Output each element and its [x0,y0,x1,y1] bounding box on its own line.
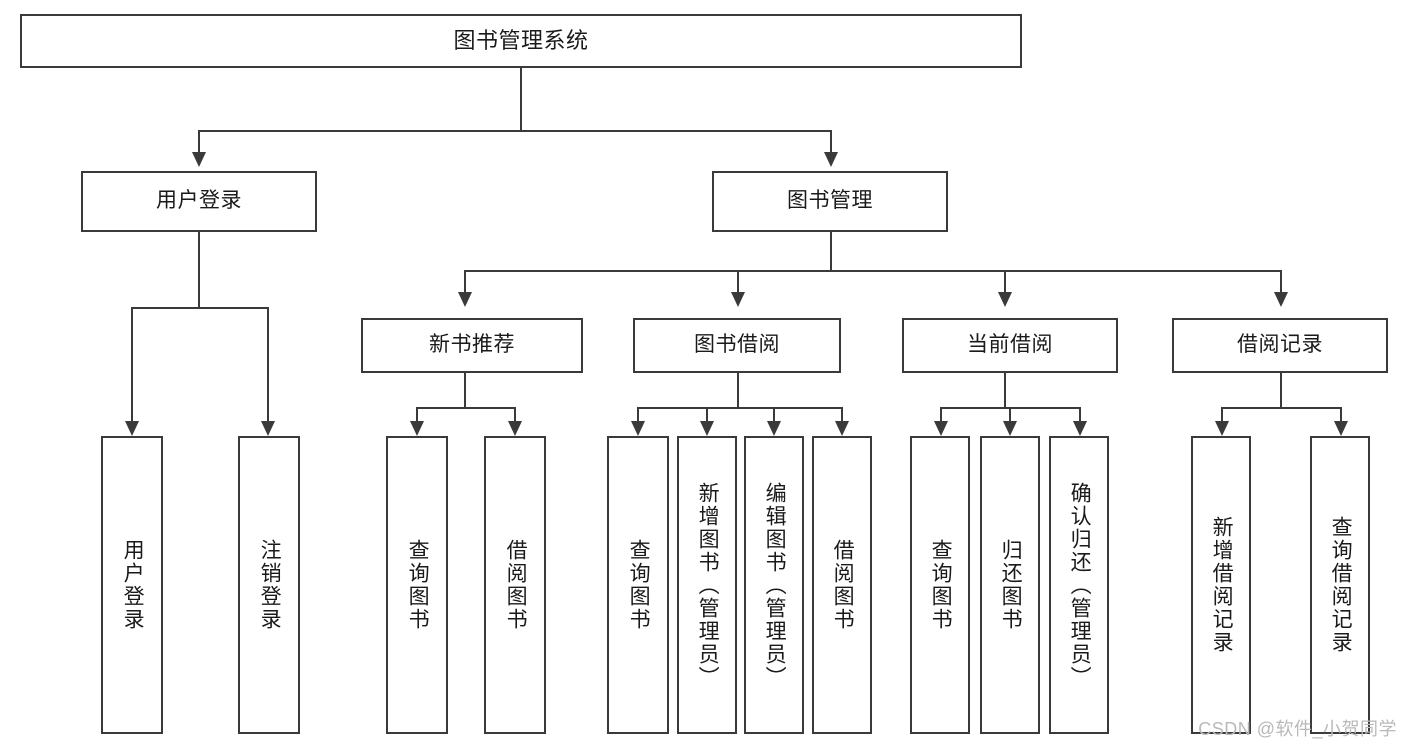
node-user-login[interactable]: 用户登录 [81,171,317,232]
leaf-query-book-3-label: 查询图书 [929,539,953,631]
node-book-manage-label: 图书管理 [787,189,873,213]
connector-user-login-bar [131,307,267,309]
connector-borrow-to-leaf-1 [637,407,639,421]
arrow-bm-to-borrow [731,292,745,307]
arrow-bm-to-recommend [458,292,472,307]
node-book-borrow[interactable]: 图书借阅 [633,318,841,373]
arrow-root-to-book-manage [824,152,838,167]
leaf-edit-book[interactable]: 编辑图书（管理员） [744,436,804,734]
connector-root-to-user-login [198,130,200,152]
leaf-add-record-label: 新增借阅记录 [1210,516,1234,654]
leaf-query-book-2-label: 查询图书 [627,539,651,631]
node-root-label: 图书管理系统 [453,28,589,54]
leaf-borrow-book-2[interactable]: 借阅图书 [812,436,872,734]
arrow-borrow-to-leaf-3 [767,421,781,436]
leaf-add-record[interactable]: 新增借阅记录 [1191,436,1251,734]
leaf-logout-label: 注销登录 [258,539,282,631]
leaf-edit-book-label: 编辑图书（管理员） [763,481,787,689]
connector-record-stem [1280,373,1282,407]
connector-current-to-leaf-3 [1079,407,1081,421]
connector-bm-to-record [1280,270,1282,292]
connector-record-to-leaf-1 [1221,407,1223,421]
leaf-query-book-2[interactable]: 查询图书 [607,436,669,734]
connector-bm-to-borrow [737,270,739,292]
arrow-record-to-leaf-2 [1334,421,1348,436]
leaf-confirm-return-label: 确认归还（管理员） [1068,481,1092,689]
connector-borrow-bar [637,407,842,409]
leaf-add-book-label: 新增图书（管理员） [696,481,720,689]
arrow-borrow-to-leaf-4 [835,421,849,436]
arrow-borrow-to-leaf-2 [700,421,714,436]
connector-borrow-to-leaf-2 [706,407,708,421]
connector-current-to-leaf-2 [1009,407,1011,421]
arrow-recommend-to-leaf-2 [508,421,522,436]
connector-record-bar [1221,407,1340,409]
connector-borrow-to-leaf-3 [773,407,775,421]
node-book-borrow-label: 图书借阅 [694,333,780,357]
connector-record-to-leaf-2 [1340,407,1342,421]
node-new-book-recommend[interactable]: 新书推荐 [361,318,583,373]
arrow-bm-to-record [1274,292,1288,307]
leaf-borrow-book-1[interactable]: 借阅图书 [484,436,546,734]
leaf-logout[interactable]: 注销登录 [238,436,300,734]
connector-current-to-leaf-1 [940,407,942,421]
connector-user-login-to-leaf-1 [131,307,133,421]
connector-book-manage-bar [464,270,1280,272]
leaf-confirm-return[interactable]: 确认归还（管理员） [1049,436,1109,734]
connector-root-to-book-manage [830,130,832,152]
arrow-root-to-user-login [192,152,206,167]
node-book-manage[interactable]: 图书管理 [712,171,948,232]
leaf-user-login-label: 用户登录 [121,539,145,631]
arrow-recommend-to-leaf-1 [410,421,424,436]
arrow-user-login-to-leaf-2 [261,421,275,436]
leaf-user-login[interactable]: 用户登录 [101,436,163,734]
arrow-bm-to-current [998,292,1012,307]
node-current-borrow-label: 当前借阅 [967,333,1053,357]
arrow-borrow-to-leaf-1 [631,421,645,436]
connector-root-stem [520,68,522,130]
leaf-add-book[interactable]: 新增图书（管理员） [677,436,737,734]
arrow-current-to-leaf-2 [1003,421,1017,436]
connector-recommend-to-leaf-2 [514,407,516,421]
connector-bm-to-current [1004,270,1006,292]
connector-borrow-to-leaf-4 [841,407,843,421]
arrow-user-login-to-leaf-1 [125,421,139,436]
arrow-current-to-leaf-1 [934,421,948,436]
leaf-return-book-label: 归还图书 [999,539,1023,631]
arrow-record-to-leaf-1 [1215,421,1229,436]
leaf-query-record-label: 查询借阅记录 [1329,516,1353,654]
connector-user-login-stem [198,232,200,307]
node-current-borrow[interactable]: 当前借阅 [902,318,1118,373]
connector-borrow-stem [737,373,739,407]
node-user-login-label: 用户登录 [156,189,242,213]
arrow-current-to-leaf-3 [1073,421,1087,436]
node-borrow-record-label: 借阅记录 [1237,333,1323,357]
watermark-text: CSDN @软件_小贺同学 [1198,719,1397,739]
leaf-query-record[interactable]: 查询借阅记录 [1310,436,1370,734]
node-root[interactable]: 图书管理系统 [20,14,1022,68]
leaf-query-book-1[interactable]: 查询图书 [386,436,448,734]
connector-recommend-to-leaf-1 [416,407,418,421]
connector-user-login-to-leaf-2 [267,307,269,421]
connector-root-bar [198,130,832,132]
connector-bm-to-recommend [464,270,466,292]
connector-recommend-stem [464,373,466,407]
connector-book-manage-stem [830,232,832,270]
leaf-query-book-3[interactable]: 查询图书 [910,436,970,734]
leaf-return-book[interactable]: 归还图书 [980,436,1040,734]
leaf-query-book-1-label: 查询图书 [406,539,430,631]
leaf-borrow-book-2-label: 借阅图书 [831,539,855,631]
connector-recommend-bar [416,407,514,409]
leaf-borrow-book-1-label: 借阅图书 [504,539,528,631]
node-new-book-recommend-label: 新书推荐 [429,333,515,357]
connector-current-stem [1004,373,1006,407]
node-borrow-record[interactable]: 借阅记录 [1172,318,1388,373]
